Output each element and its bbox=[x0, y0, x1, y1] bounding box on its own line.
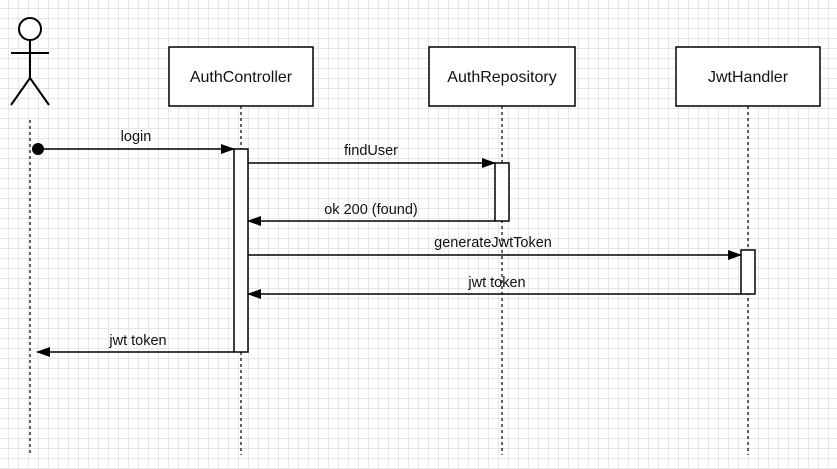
message-jwt-token-to-actor[interactable]: jwt token bbox=[36, 333, 234, 357]
message-label: findUser bbox=[344, 143, 398, 159]
message-ok-200[interactable]: ok 200 (found) bbox=[247, 202, 495, 226]
participant-label: AuthRepository bbox=[447, 69, 556, 86]
participant-label: JwtHandler bbox=[708, 69, 789, 86]
message-generate-jwt-token[interactable]: generateJwtToken bbox=[248, 235, 742, 260]
participant-auth-controller[interactable]: AuthController bbox=[168, 46, 314, 107]
message-label: jwt token bbox=[467, 275, 525, 291]
actor-right-leg bbox=[29, 77, 50, 106]
message-login[interactable]: login bbox=[32, 129, 235, 155]
message-find-user[interactable]: findUser bbox=[248, 143, 496, 168]
actor-left-leg bbox=[10, 77, 31, 106]
message-label: login bbox=[121, 129, 152, 145]
participant-auth-repository[interactable]: AuthRepository bbox=[428, 46, 576, 107]
message-jwt-token-return[interactable]: jwt token bbox=[247, 275, 741, 299]
activation-auth-repository[interactable] bbox=[494, 162, 510, 222]
message-label: jwt token bbox=[108, 333, 166, 349]
participant-label: AuthController bbox=[190, 69, 293, 86]
actor-figure[interactable] bbox=[10, 17, 50, 106]
activation-jwt-handler[interactable] bbox=[740, 249, 756, 295]
message-label: ok 200 (found) bbox=[324, 202, 418, 218]
actor-head bbox=[18, 17, 42, 41]
activation-auth-controller[interactable] bbox=[233, 148, 249, 353]
participant-jwt-handler[interactable]: JwtHandler bbox=[675, 46, 821, 107]
message-label: generateJwtToken bbox=[434, 235, 552, 251]
